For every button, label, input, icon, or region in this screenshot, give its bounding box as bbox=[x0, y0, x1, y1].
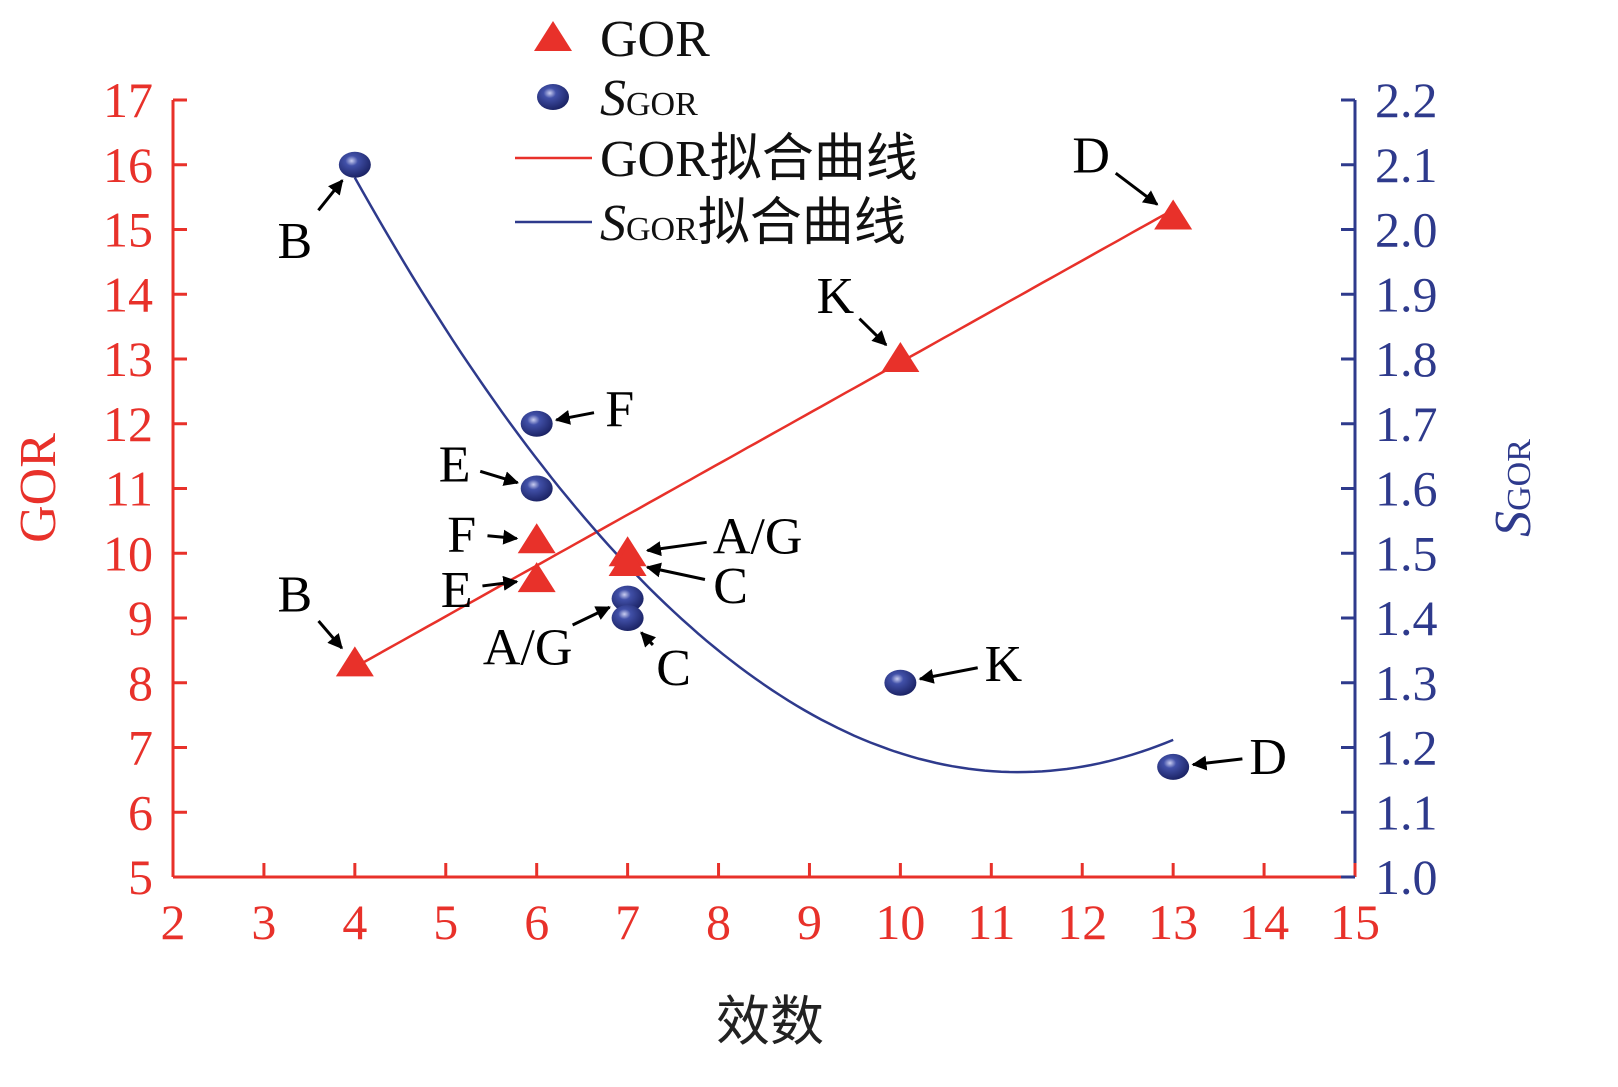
legend-sgor-marker-icon bbox=[537, 84, 569, 110]
sgor-fit-curve bbox=[353, 176, 1174, 774]
sgor-point bbox=[611, 605, 644, 631]
x-tick-label: 7 bbox=[615, 894, 640, 950]
annotation-arrow bbox=[640, 631, 657, 648]
y-left-tick-label: 17 bbox=[103, 72, 153, 128]
y-left-tick-label: 15 bbox=[103, 202, 153, 258]
y-left-tick-label: 16 bbox=[103, 137, 153, 193]
y-axis-left-label: GOR bbox=[10, 433, 67, 543]
gor-point bbox=[1154, 199, 1193, 230]
annotation-arrow bbox=[317, 179, 344, 212]
x-tick-label: 5 bbox=[433, 894, 458, 950]
point-label: E bbox=[441, 562, 473, 619]
annotation-arrow bbox=[482, 575, 519, 591]
x-tick-label: 3 bbox=[251, 894, 276, 950]
point-label: K bbox=[985, 636, 1023, 693]
legend-label: SGOR bbox=[600, 70, 698, 127]
y-right-tick-label: 1.9 bbox=[1375, 266, 1438, 322]
legend-label: GOR bbox=[600, 11, 710, 68]
legend-label: GOR拟合曲线 bbox=[600, 131, 918, 188]
y-left-tick-label: 8 bbox=[128, 655, 153, 711]
y-left-tick-label: 9 bbox=[128, 590, 153, 646]
point-label: D bbox=[1249, 729, 1287, 786]
point-label: C bbox=[656, 640, 691, 697]
point-label: F bbox=[605, 381, 634, 438]
y-right-tick-label: 1.0 bbox=[1375, 849, 1438, 905]
y-left-tick-label: 13 bbox=[103, 331, 153, 387]
y-right-tick-label: 1.4 bbox=[1375, 590, 1438, 646]
y-right-tick-label: 1.2 bbox=[1375, 720, 1438, 776]
x-tick-label: 12 bbox=[1057, 894, 1107, 950]
y-left-tick-label: 12 bbox=[103, 396, 153, 452]
sgor-point bbox=[884, 669, 917, 696]
gor-point bbox=[517, 562, 556, 593]
annotation-arrow bbox=[645, 562, 706, 581]
y-left-tick-label: 14 bbox=[103, 266, 153, 322]
y-right-tick-label: 2.0 bbox=[1375, 202, 1438, 258]
gor-fit-line bbox=[354, 208, 1174, 669]
point-label: D bbox=[1072, 128, 1110, 185]
y-left-tick-label: 11 bbox=[105, 461, 153, 517]
point-label: A/G bbox=[713, 508, 803, 565]
x-axis-label: 效数 bbox=[716, 992, 824, 1052]
y-right-tick-label: 1.8 bbox=[1375, 331, 1438, 387]
x-tick-label: 14 bbox=[1239, 894, 1289, 950]
y-right-tick-label: 1.3 bbox=[1375, 655, 1438, 711]
gor-point bbox=[881, 342, 920, 372]
point-label: A/G bbox=[483, 620, 573, 677]
annotation-arrow bbox=[317, 620, 343, 650]
x-tick-label: 8 bbox=[706, 894, 731, 950]
y-right-tick-label: 2.2 bbox=[1375, 72, 1438, 128]
annotation-arrow bbox=[645, 540, 707, 557]
y-left-tick-label: 10 bbox=[103, 525, 153, 581]
legend-label: SGOR拟合曲线 bbox=[600, 195, 906, 252]
gor-point bbox=[517, 523, 556, 554]
point-label: F bbox=[447, 506, 476, 563]
x-tick-label: 15 bbox=[1330, 894, 1380, 950]
point-label: B bbox=[278, 566, 313, 623]
x-tick-label: 11 bbox=[967, 894, 1015, 950]
annotation-arrow bbox=[1114, 171, 1159, 206]
y-right-tick-label: 2.1 bbox=[1375, 137, 1438, 193]
y-axis-right-label: SGOR bbox=[1485, 439, 1542, 537]
point-label: E bbox=[439, 437, 471, 494]
annotation-arrow bbox=[1191, 755, 1243, 771]
x-tick-label: 9 bbox=[797, 894, 822, 950]
annotation-arrow bbox=[479, 469, 519, 486]
y-right-tick-label: 1.1 bbox=[1375, 784, 1438, 840]
y-left-tick-label: 6 bbox=[128, 784, 153, 840]
x-tick-label: 6 bbox=[524, 894, 549, 950]
annotation-arrow bbox=[571, 605, 611, 627]
sgor-point bbox=[1157, 753, 1190, 780]
x-tick-label: 4 bbox=[342, 894, 367, 950]
annotation-arrow bbox=[918, 666, 978, 684]
gor-point bbox=[608, 545, 647, 576]
x-tick-label: 13 bbox=[1148, 894, 1198, 950]
y-left-tick-label: 7 bbox=[128, 720, 153, 776]
sgor-point bbox=[338, 151, 371, 178]
annotation-arrow bbox=[487, 529, 519, 545]
point-label: K bbox=[817, 268, 855, 325]
annotation-arrow bbox=[858, 317, 888, 347]
legend-gor-marker-icon bbox=[534, 21, 572, 51]
point-label: C bbox=[713, 558, 748, 615]
sgor-point bbox=[611, 585, 644, 612]
sgor-point bbox=[520, 410, 553, 437]
y-right-tick-label: 1.5 bbox=[1375, 525, 1438, 581]
gor-point bbox=[335, 646, 374, 677]
x-tick-label: 2 bbox=[161, 894, 186, 950]
sgor-point bbox=[520, 475, 553, 502]
point-label: B bbox=[278, 213, 313, 270]
y-left-tick-label: 5 bbox=[128, 849, 153, 905]
y-right-tick-label: 1.6 bbox=[1375, 461, 1438, 517]
data-points bbox=[335, 151, 1193, 780]
y-right-tick-label: 1.7 bbox=[1375, 396, 1438, 452]
x-tick-label: 10 bbox=[875, 894, 925, 950]
fit-curves bbox=[353, 176, 1174, 774]
annotation-arrow bbox=[554, 410, 595, 425]
axes: 2 3 4 5 6 7 8 9 10 11 12 13 14 15 5 6 7 8 9 10 11 12 13 14 15 16 1… bbox=[103, 72, 1438, 950]
